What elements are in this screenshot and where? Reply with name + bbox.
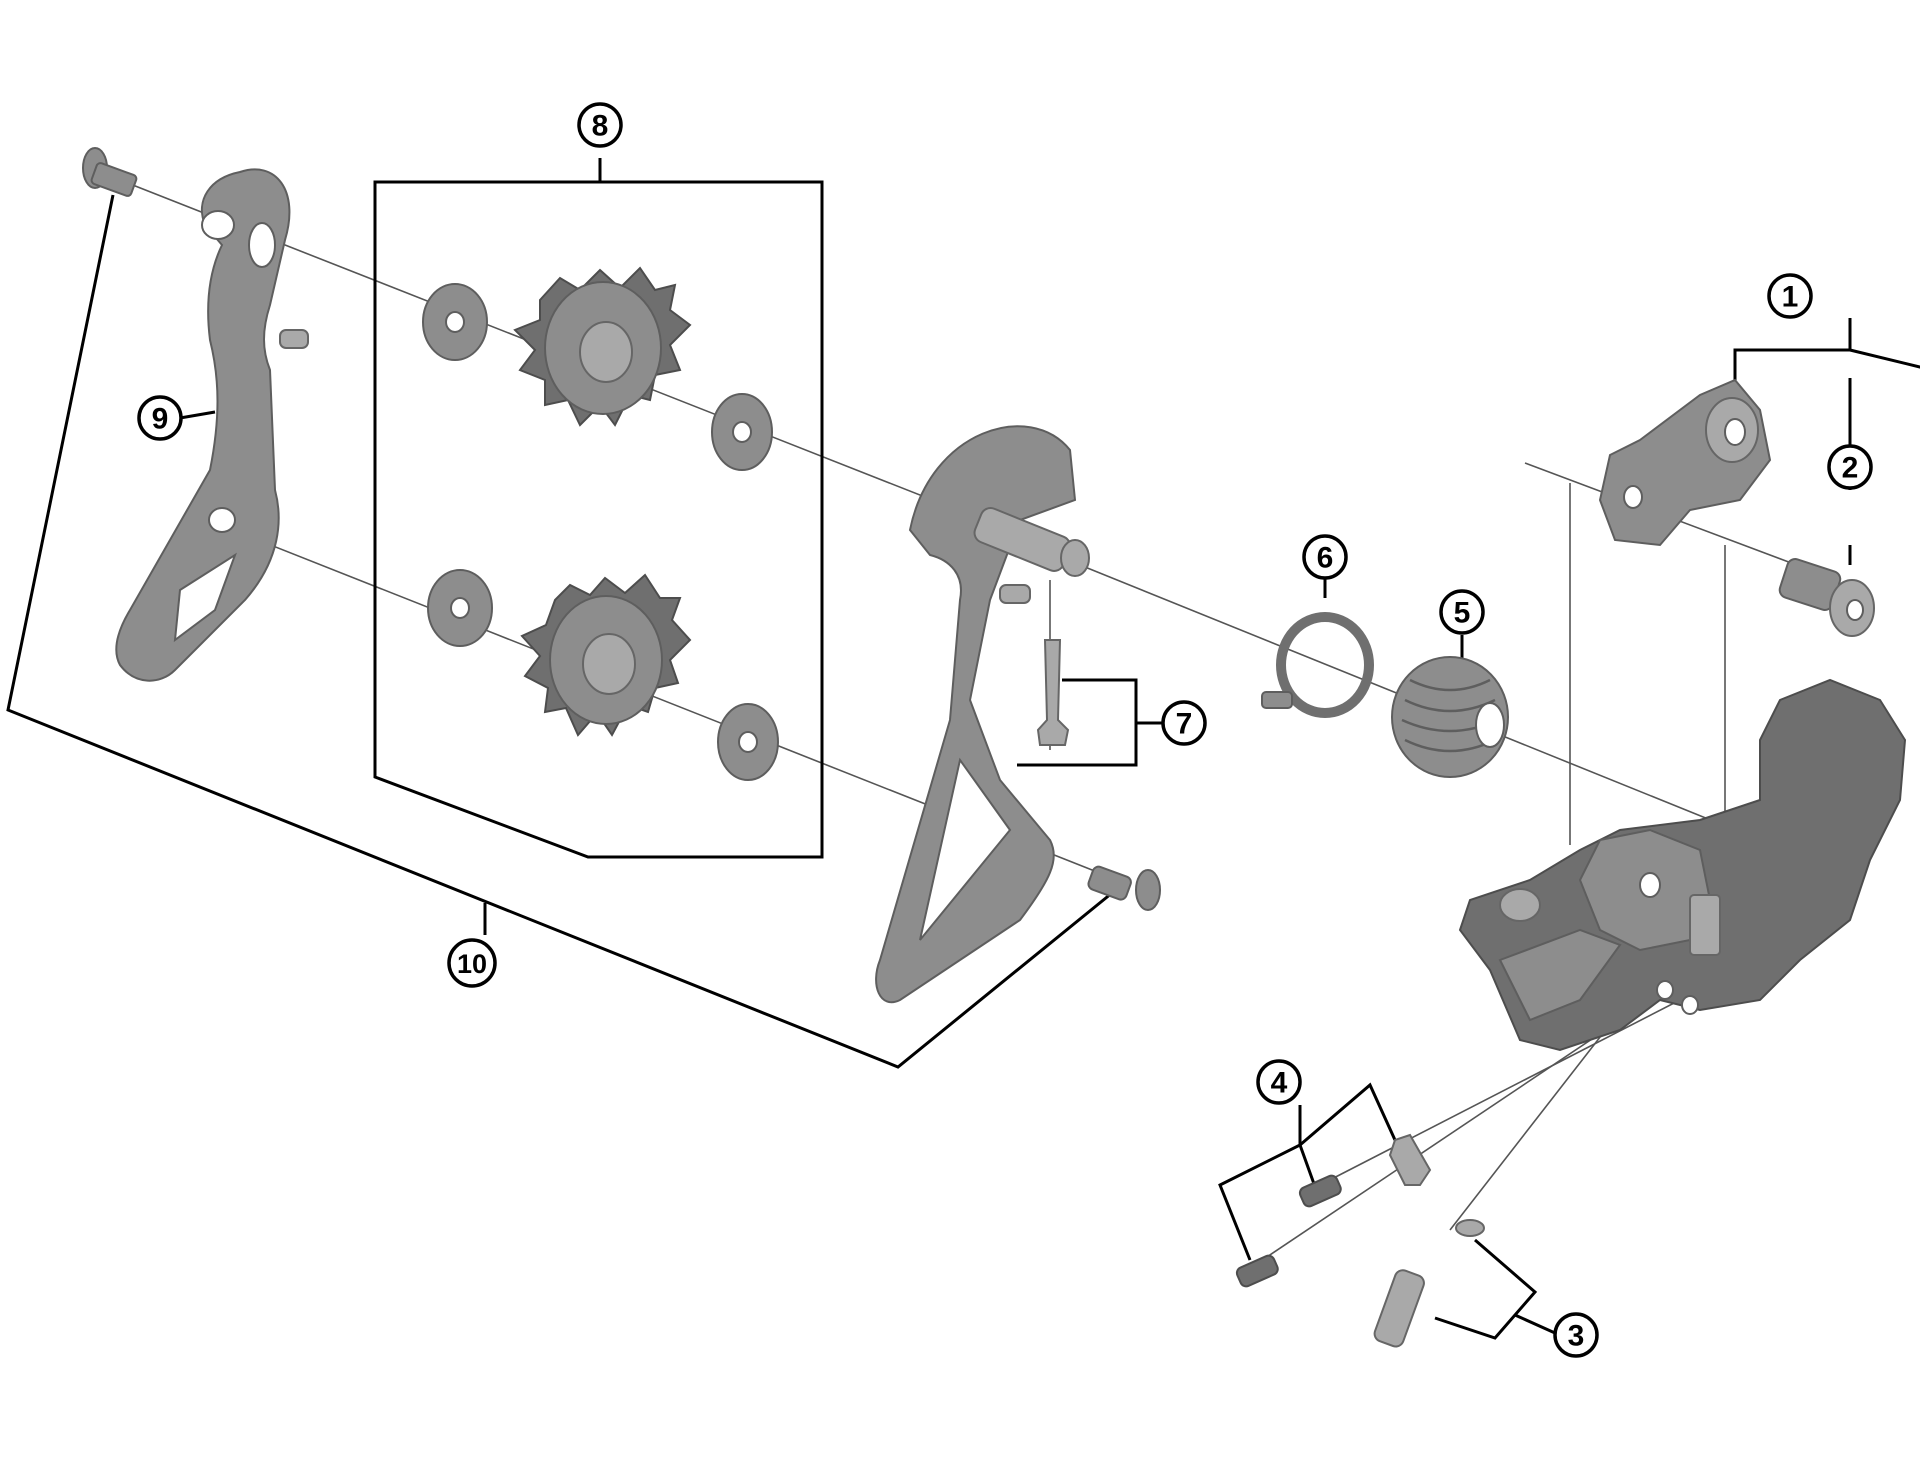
leader-lines — [6, 158, 1920, 1340]
outer-plate-hole-lower — [208, 507, 236, 533]
upper-pulley-hub — [579, 321, 633, 383]
cage-bolt-top — [82, 147, 138, 197]
inner-plate-stud — [999, 584, 1031, 604]
cage-pin — [1036, 639, 1070, 746]
body-hole-a — [1656, 980, 1674, 1000]
outer-plate-cutout — [173, 552, 237, 643]
screw-plate — [1388, 1133, 1432, 1186]
inner-cage-plate — [875, 425, 1090, 1004]
callout-4-label: 4 — [1271, 1067, 1288, 1100]
callout-2: 2 — [1827, 444, 1873, 490]
callout-10: 10 — [447, 938, 497, 988]
lower-pulley-hub — [582, 633, 636, 695]
upper-washer-right-hole — [732, 421, 752, 443]
derailleur-main-body — [1458, 678, 1907, 1052]
snap-ring — [1261, 612, 1374, 718]
callouts: 1 2 3 4 5 6 7 8 — [137, 102, 1873, 1358]
inner-plate-cutout — [919, 757, 1012, 941]
leader-3 — [1434, 1238, 1538, 1340]
lower-pulley-set — [427, 569, 779, 781]
outer-plate-stud — [279, 329, 309, 349]
limit-screw-panel — [1689, 894, 1721, 956]
callout-10-label: 10 — [457, 949, 487, 979]
callout-5: 5 — [1439, 589, 1485, 635]
b-bolt — [1778, 558, 1875, 637]
adjusting-screws — [1235, 1133, 1432, 1288]
callout-3: 3 — [1553, 1312, 1599, 1358]
main-body-face — [1498, 928, 1622, 1022]
leader-10-frame — [6, 194, 1113, 1069]
callout-7-label: 7 — [1176, 708, 1193, 741]
callout-2-label: 2 — [1842, 452, 1859, 485]
callout-1-label: 1 — [1782, 281, 1799, 314]
leader-1-right — [1849, 348, 1920, 369]
spring-coils — [1401, 678, 1499, 753]
pivot-axle-end — [1060, 539, 1090, 577]
leader-4 — [1218, 1082, 1397, 1261]
callout-3-label: 3 — [1568, 1320, 1585, 1353]
main-body-stud — [1499, 888, 1541, 922]
cage-bolt-bottom — [1087, 865, 1161, 911]
callout-8-label: 8 — [592, 110, 609, 143]
pin-long — [1373, 1269, 1425, 1348]
lower-washer-right-hole — [738, 731, 758, 753]
pin-bushing-set — [1373, 1219, 1485, 1348]
outer-cage-plate — [115, 168, 309, 682]
callout-1: 1 — [1767, 273, 1813, 319]
leader-1 — [1733, 318, 1852, 382]
lower-washer-left-hole — [450, 597, 470, 619]
upper-washer-left-hole — [445, 311, 465, 333]
adjust-screw-upper — [1298, 1174, 1342, 1208]
body-hole-b — [1681, 995, 1699, 1015]
callout-6-label: 6 — [1317, 542, 1334, 575]
callout-6: 6 — [1302, 534, 1348, 580]
tension-spring — [1391, 656, 1509, 778]
snap-ring-body — [1276, 612, 1374, 718]
leader-7 — [1017, 678, 1138, 767]
mount-hole — [1639, 872, 1661, 898]
leader-9 — [179, 410, 216, 420]
leader-8 — [373, 158, 824, 859]
snap-ring-tab — [1261, 691, 1293, 709]
leader-3-tick — [1514, 1313, 1556, 1335]
knuckle-hole — [1724, 418, 1746, 446]
b-bolt-socket — [1846, 599, 1864, 621]
outer-plate-body — [115, 168, 291, 682]
upper-pulley-set — [422, 266, 773, 471]
bolt-shank — [90, 162, 138, 197]
callout-9-label: 9 — [152, 403, 169, 436]
callout-5-label: 5 — [1454, 597, 1471, 630]
knuckle-hole-left — [1623, 485, 1643, 509]
inner-plate-body — [875, 425, 1077, 1004]
callout-8: 8 — [577, 102, 623, 148]
bolt-head-bottom — [1135, 869, 1161, 911]
outer-plate-slot — [248, 222, 276, 268]
outer-plate-hole-upper — [201, 210, 235, 240]
adjust-screw-lower — [1235, 1254, 1279, 1288]
callout-9: 9 — [137, 395, 183, 441]
spring-bore — [1475, 702, 1505, 748]
b-knuckle — [1598, 378, 1772, 547]
callout-4: 4 — [1256, 1059, 1302, 1105]
bushing — [1455, 1219, 1485, 1237]
bolt-shank-bottom — [1087, 865, 1132, 901]
pin-body — [1036, 639, 1070, 746]
callout-7: 7 — [1161, 700, 1207, 746]
